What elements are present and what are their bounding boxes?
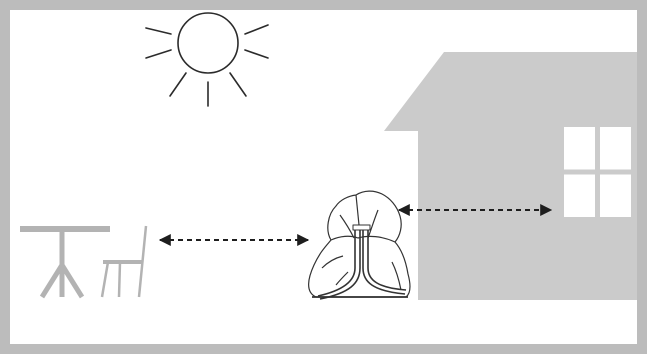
window-icon xyxy=(564,127,631,217)
house-icon xyxy=(384,52,637,300)
